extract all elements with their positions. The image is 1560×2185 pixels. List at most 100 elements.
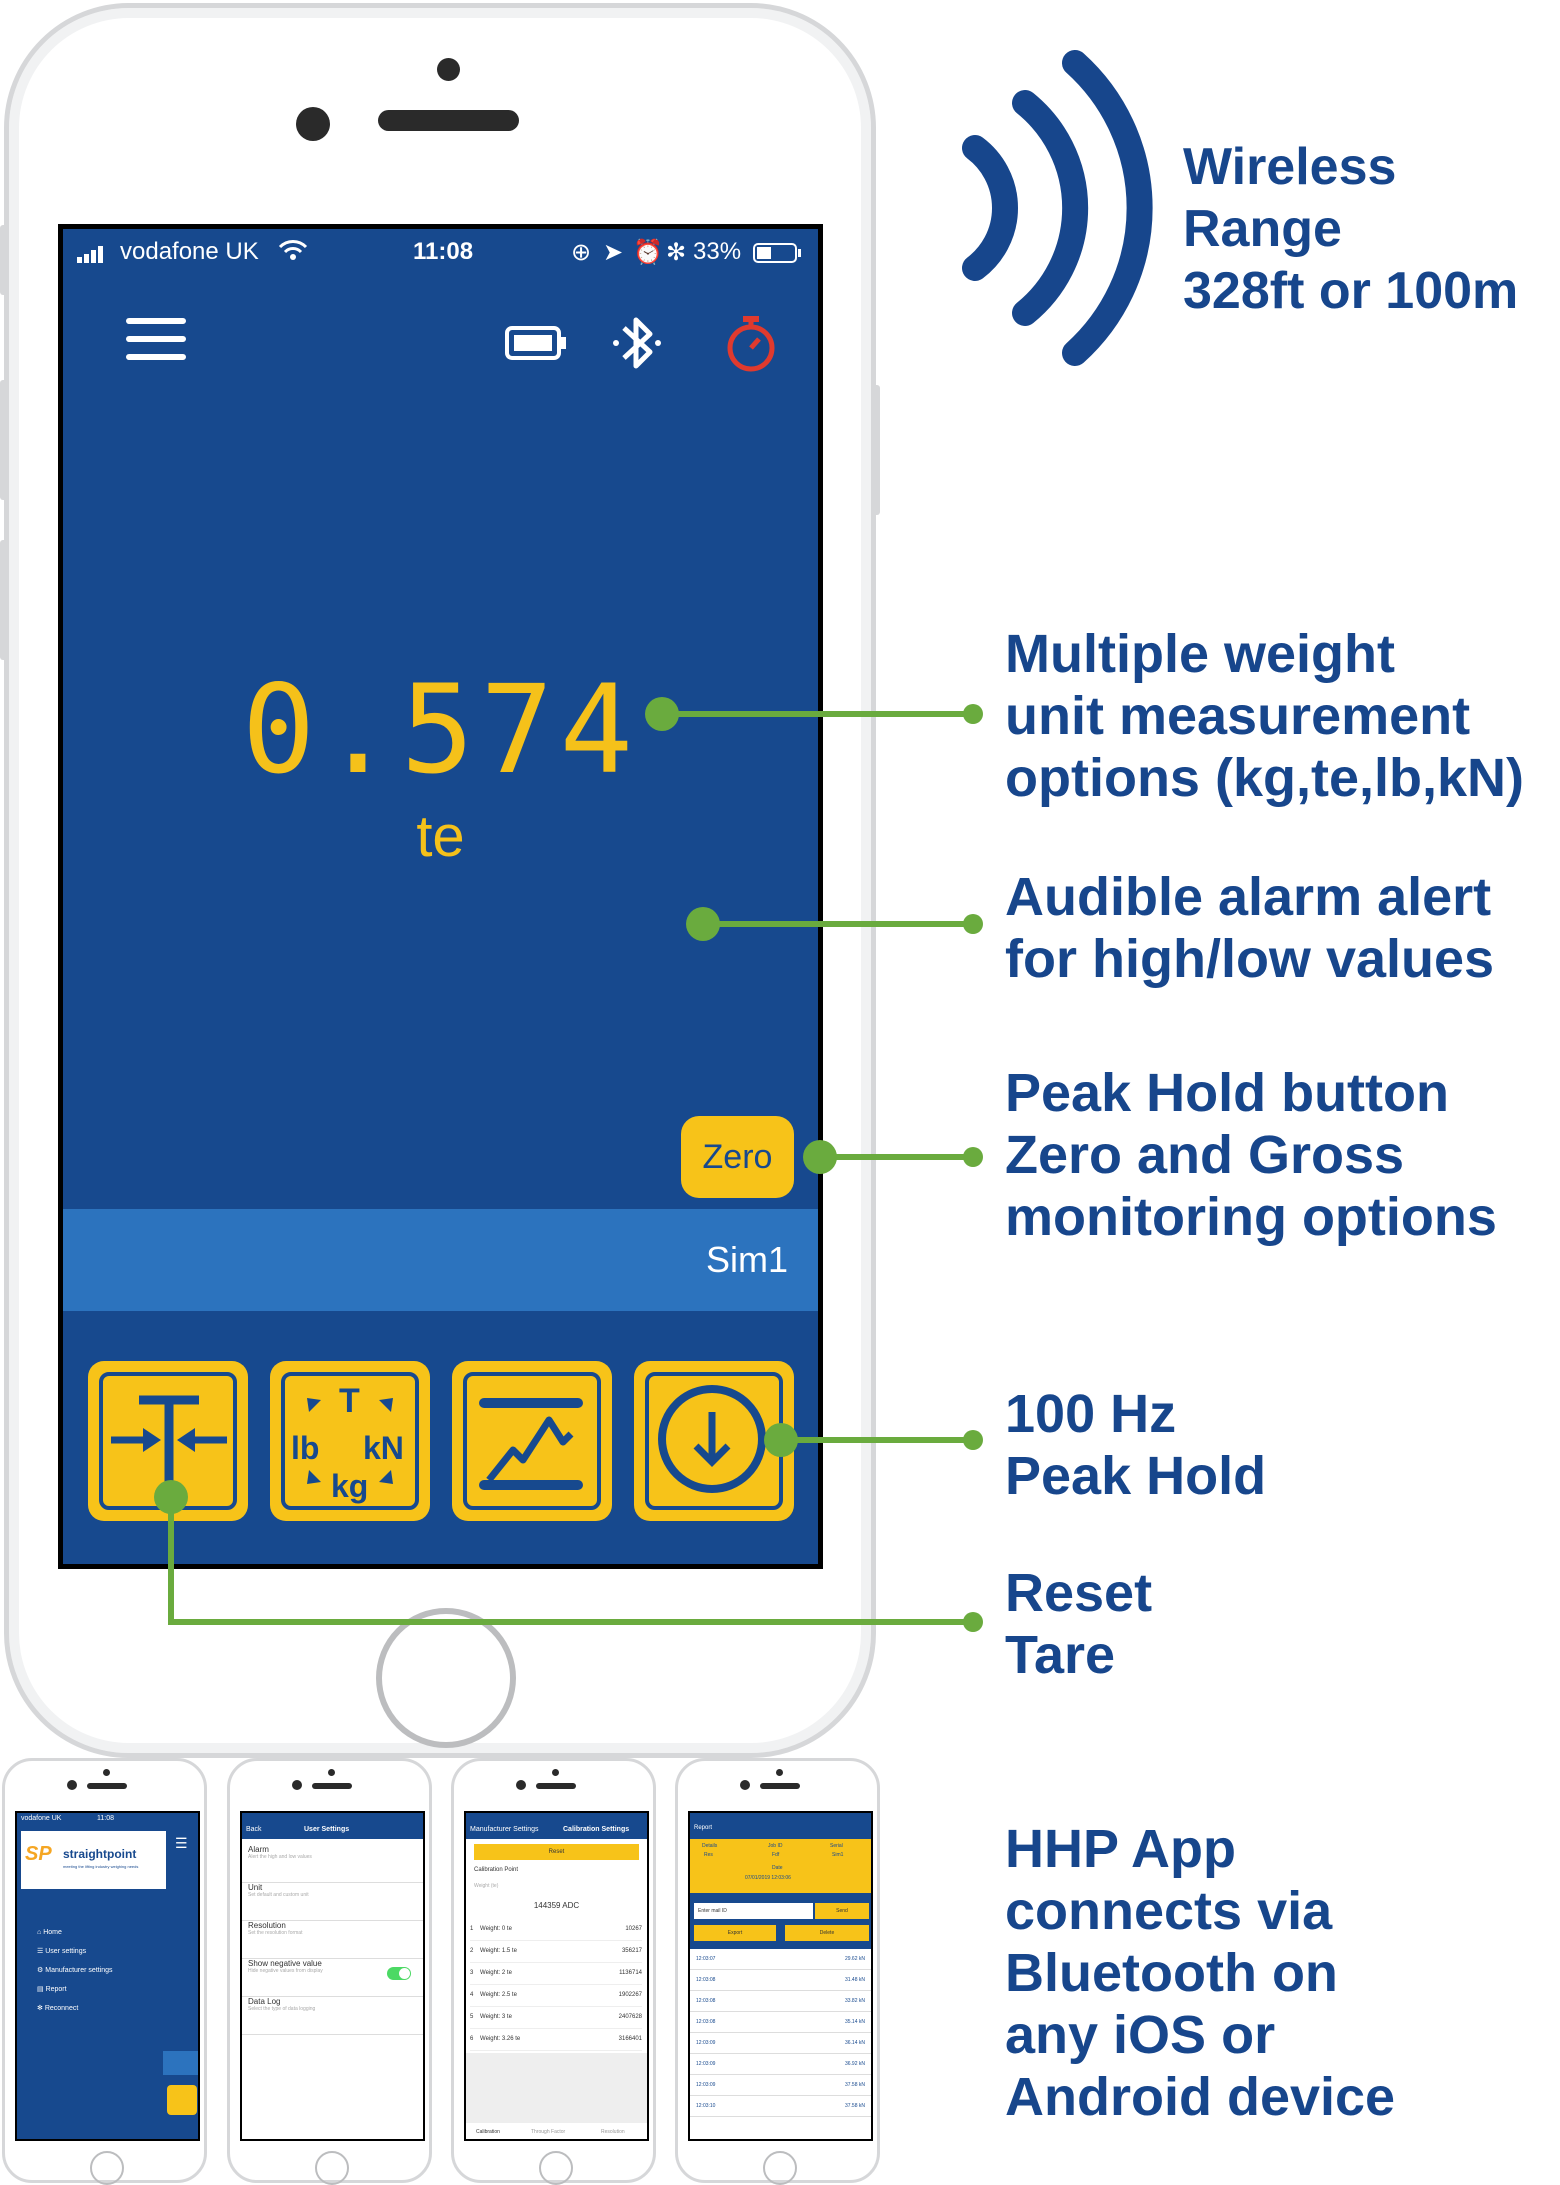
row-label: Unit [248,1883,263,1892]
status-bar: vodafone UK 11:08 ⊕ ➤ ⏰ ✻ 33% [63,229,818,275]
reset-callout: Reset Tare [1005,1562,1152,1686]
mute-switch[interactable] [0,225,8,295]
tab-calibration[interactable]: Calibration [476,2129,500,2135]
row-time: 12:03:09 [696,2061,716,2067]
hz-line-2: Peak Hold [1005,1446,1267,1506]
stopwatch-icon[interactable] [723,312,779,379]
row-time: 12:03:08 [696,1977,716,1983]
bottom-tabs: Calibration Through Factor Resolution [466,2125,647,2139]
header-details: Details [702,1843,718,1849]
negative-value-toggle[interactable] [387,1967,411,1980]
back-button[interactable]: Back [246,1826,262,1833]
volume-up-button[interactable] [0,380,8,500]
carrier-label: vodafone UK [120,238,259,265]
mini-phone-report: Report Details Job ID Serial Res Fdf Sim… [675,1758,880,2185]
row-value: 33.82 kN [844,1998,865,2004]
earpiece-speaker [378,110,519,131]
nav-bar: Back User Settings [242,1813,423,1839]
header-serial: Serial [830,1843,843,1849]
reset-button[interactable]: Reset [474,1844,639,1860]
row-desc: Select the type of data logging [248,2006,316,2012]
menu-item-manufacturer[interactable]: ⚙ Manufacturer settings [37,1961,113,1980]
zero-button[interactable]: Zero [681,1116,794,1198]
row-value: 35.14 kN [844,2019,865,2025]
alarm-status-icon: ⏰ [633,239,663,266]
peak-hold-button[interactable] [452,1361,612,1521]
reset-tare-icon[interactable] [167,2085,197,2115]
app-line-4: any iOS or [1005,2005,1276,2065]
row-label: Alarm [248,1845,269,1854]
row-label: Show negative value [248,1959,322,1968]
row-time: 12:03:09 [696,2040,716,2046]
row-value: 31.48 kN [844,1977,865,1983]
unit-switch-button[interactable]: T lb kN kg [270,1361,430,1521]
menu-label: Manufacturer settings [45,1967,113,1974]
back-button[interactable]: Report [694,1825,713,1831]
volume-down-button[interactable] [0,540,8,660]
home-button[interactable] [376,1608,516,1748]
row-desc: Set default and custom unit [248,1892,309,1898]
list-item[interactable]: 12:03:08 31.48 kN [690,1970,871,1991]
delete-button[interactable]: Delete [785,1925,869,1941]
battery-icon [505,326,567,367]
list-item[interactable]: 12:03:09 36.14 kN [690,2033,871,2054]
menu-item-report[interactable]: ▤ Report [37,1980,113,1999]
app-line-3: Bluetooth on [1005,1943,1338,2003]
row-value: 37.58 kN [844,2103,865,2109]
row-value: 36.14 kN [844,2040,865,2046]
row-desc: Set the resolution format [248,1930,303,1936]
date-value: 07/01/2019 12:03:06 [745,1875,791,1881]
units-line-1: Multiple weight [1005,624,1395,684]
menu-item-user-settings[interactable]: ☰ User settings [37,1942,113,1961]
hz-line-1: 100 Hz [1005,1384,1177,1444]
tab-resolution[interactable]: Resolution [601,2129,625,2135]
power-button[interactable] [872,385,880,515]
menu-icon[interactable] [126,316,188,369]
menu-label: Home [43,1929,62,1936]
menu-item-reconnect[interactable]: ✻ Reconnect [37,1999,113,2018]
signal-icon [77,242,107,270]
menu-icon[interactable]: ☰ [175,1835,188,1851]
bluetooth-icon: ✻ [37,2005,45,2012]
brand-name: straightpoint [63,1847,137,1861]
row-value: 36.92 kN [844,2061,865,2067]
value-serial: Sim1 [832,1852,844,1858]
list-item[interactable]: 12:03:09 36.92 kN [690,2054,871,2075]
tab-through-factor[interactable]: Through Factor [531,2129,566,2135]
list-item[interactable]: 12:03:08 33.82 kN [690,1991,871,2012]
value-details: Res [704,1852,713,1858]
back-button[interactable]: Manufacturer Settings [470,1826,539,1833]
menu-item-home[interactable]: ⌂ Home [37,1923,113,1942]
report-header: Details Job ID Serial Res Fdf Sim1 Date … [690,1839,871,1893]
row-weight: Weight: 2 te [480,1970,512,1976]
sp-logo-icon: SP [25,1843,52,1865]
row-time: 12:03:08 [696,1998,716,2004]
row-index: 1 [470,1926,474,1932]
screen-title: User Settings [304,1826,350,1833]
weight-input[interactable]: Weight (te) [474,1883,499,1889]
bluetooth-icon[interactable] [610,312,666,379]
send-button[interactable]: Send [815,1903,869,1919]
alarm-line-1: Audible alarm alert [1005,867,1492,927]
email-input[interactable]: Enter mail ID [694,1903,813,1919]
export-button[interactable]: Export [694,1925,776,1941]
home-icon: ⌂ [37,1929,44,1936]
